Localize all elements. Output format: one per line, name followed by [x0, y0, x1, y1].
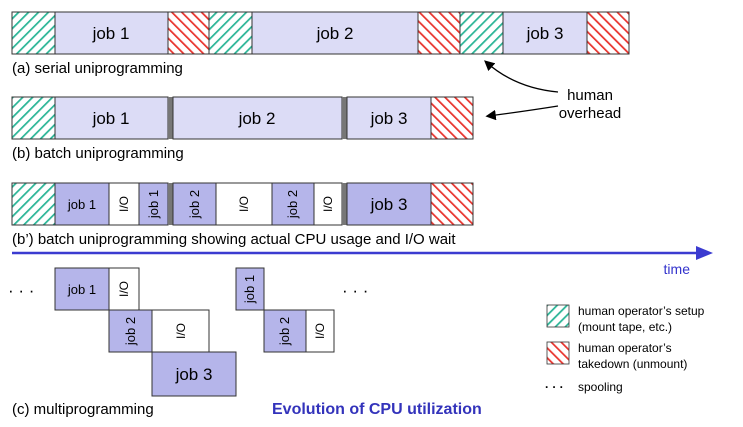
io-label: I/O	[313, 323, 327, 339]
job1-block	[54, 11, 169, 55]
svg-text:takedown (unmount): takedown (unmount)	[578, 357, 687, 371]
row-caption: (a) serial uniprogramming	[12, 60, 183, 77]
job2-block	[172, 96, 343, 140]
separator	[168, 183, 173, 225]
setup-block	[11, 182, 56, 226]
separator	[342, 183, 347, 225]
job3-block	[151, 351, 237, 397]
job2-vertical-label: job 2	[187, 190, 202, 219]
takedown-block	[167, 11, 210, 55]
takedown-block	[417, 11, 461, 55]
arrow-to-takedown	[485, 105, 559, 121]
io-block	[108, 267, 140, 311]
svg-text:spooling: spooling	[578, 380, 623, 394]
job3-label: job 3	[370, 195, 408, 214]
job2-cont-block	[263, 309, 307, 353]
job1-cont-block	[235, 267, 265, 311]
svg-text:human operator’s setup: human operator’s setup	[578, 304, 705, 318]
job3-block	[346, 96, 432, 140]
spooling-dots: · · ·	[342, 281, 368, 300]
io-block	[305, 309, 335, 353]
job3-label: job 3	[370, 109, 408, 128]
legend-takedown-swatch	[546, 341, 570, 365]
job2-label: job 2	[238, 109, 276, 128]
svg-text:(mount tape, etc.): (mount tape, etc.)	[578, 320, 672, 334]
takedown-block	[430, 182, 474, 226]
job3-label: job 3	[526, 24, 564, 43]
io-label: I/O	[174, 323, 188, 339]
svg-text:human: human	[567, 87, 613, 104]
job2-cont-block	[271, 182, 315, 226]
setup-block	[11, 96, 56, 140]
legend-setup-swatch	[546, 304, 570, 328]
spooling-dots: · · ·	[8, 281, 34, 300]
job1-block	[54, 267, 110, 311]
job2-label: job 2	[316, 24, 354, 43]
legend-spooling-swatch: · · ·	[545, 380, 564, 394]
job2-block	[251, 11, 419, 55]
job1-label: job 1	[67, 197, 96, 212]
takedown-block	[430, 96, 474, 140]
job1-block	[54, 182, 110, 226]
job3-label: job 3	[175, 365, 213, 384]
job1-label: job 1	[92, 109, 130, 128]
legend: human operator’s setup (mount tape, etc.…	[545, 304, 705, 394]
separator	[168, 97, 173, 139]
io-label: I/O	[321, 196, 335, 212]
separator	[342, 97, 347, 139]
job1-label: job 1	[67, 282, 96, 297]
row-batch-cpu-io: job 1 I/O job 1 job 2 I/O job 2 I/O job …	[11, 182, 474, 248]
job2-block	[108, 309, 153, 353]
job1-cont-block	[138, 182, 169, 226]
time-label: time	[664, 261, 691, 277]
io-block	[151, 309, 210, 353]
row-caption: (b) batch uniprogramming	[12, 145, 184, 162]
arrow-to-setup	[484, 60, 559, 93]
row-multiprogramming: · · · job 1 I/O job 2 I/O job 3 job 1 jo…	[8, 267, 368, 418]
job2-block	[172, 182, 217, 226]
takedown-block	[586, 11, 630, 55]
time-axis: time	[12, 246, 713, 277]
io-label: I/O	[237, 196, 251, 212]
io-block	[108, 182, 140, 226]
io-label: I/O	[117, 281, 131, 297]
setup-block	[459, 11, 504, 55]
svg-text:human operator’s: human operator’s	[578, 341, 672, 355]
row-caption: (c) multiprogramming	[12, 401, 154, 418]
row-batch-uniprogramming: job 1 job 2 job 3 (b) batch uniprogrammi…	[11, 96, 474, 162]
io-label: I/O	[117, 196, 131, 212]
diagram-title: Evolution of CPU utilization	[272, 401, 482, 418]
setup-block	[11, 11, 56, 55]
job1-label: job 1	[92, 24, 130, 43]
job3-block	[502, 11, 588, 55]
job2-vertical-label: job 2	[123, 317, 138, 346]
job1-vertical-label: job 1	[242, 275, 257, 304]
row-serial-uniprogramming: job 1 job 2 job 3 (a) serial uniprogramm…	[11, 11, 630, 77]
job3-block	[346, 182, 432, 226]
setup-block	[208, 11, 253, 55]
row-caption: (b’) batch uniprogramming showing actual…	[12, 231, 456, 248]
job1-vertical-label: job 1	[146, 190, 161, 219]
human-overhead-annotation: human overhead	[484, 60, 622, 122]
io-block	[313, 182, 343, 226]
svg-text:overhead: overhead	[559, 105, 622, 122]
job2-vertical-label: job 2	[277, 317, 292, 346]
job2-vertical-label: job 2	[285, 190, 300, 219]
